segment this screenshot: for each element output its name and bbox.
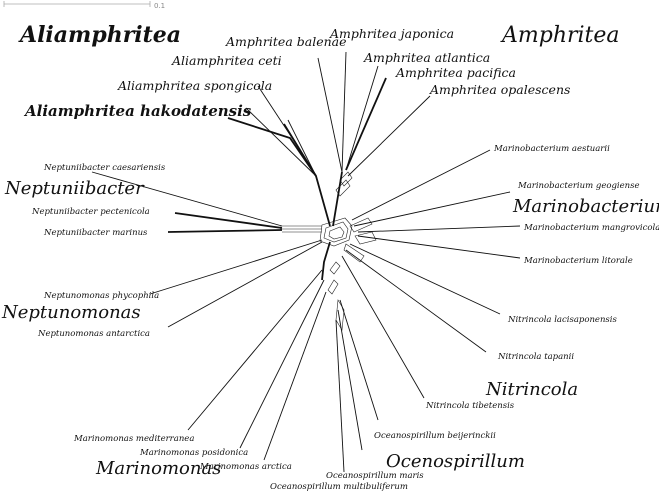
leaf-marinomonas-mediterranea: Marinomonas mediterranea (73, 434, 194, 444)
leaf-amphritea-japonica: Amphritea japonica (329, 26, 454, 41)
leaf-oceanospirillum-multibuliferum: Oceanospirillum multibuliferum (270, 482, 408, 491)
leaf-marinobacterium-litorale: Marinobacterium litorale (523, 256, 633, 266)
leaf-marinomonas-arctica: Marinomonas arctica (199, 462, 292, 472)
leaf-nitrincola-tapanii: Nitrincola tapanii (497, 352, 574, 362)
leaf-neptuniibacter-pectenicola: Neptuniibacter pectenicola (31, 207, 150, 217)
scale-bar-label: 0.1 (154, 2, 165, 10)
genus-aliamphritea: Aliamphritea (18, 22, 181, 48)
leaf-amphritea-balenae: Amphritea balenae (225, 34, 347, 49)
genus-neptunomonas: Neptunomonas (1, 302, 141, 323)
genus-marinomonas: Marinomonas (95, 458, 221, 479)
leaf-marinobacterium-geogiense: Marinobacterium geogiense (517, 181, 640, 191)
leaf-aliamphritea-ceti: Aliamphritea ceti (171, 53, 282, 68)
leaf-nitrincola-tibetensis: Nitrincola tibetensis (425, 401, 515, 411)
genus-amphritea: Amphritea (500, 23, 620, 48)
network-core (280, 171, 377, 331)
leaf-marinobacterium-mangrovicola: Marinobacterium mangrovicola (523, 223, 659, 233)
branches (91, 51, 521, 473)
leaf-nitrincola-lacisaponensis: Nitrincola lacisaponensis (507, 315, 618, 325)
genus-marinobacterium: Marinobacterium (512, 196, 659, 217)
leaf-aliamphritea-spongicola: Aliamphritea spongicola (117, 78, 272, 93)
leaf-aliamphritea-hakodatensis: Aliamphritea hakodatensis (23, 102, 252, 120)
leaf-neptunomonas-phycophila: Neptunomonas phycophila (43, 291, 159, 301)
leaf-neptuniibacter-caesariensis: Neptuniibacter caesariensis (43, 163, 166, 173)
leaf-amphritea-atlantica: Amphritea atlantica (363, 50, 490, 65)
genus-neptuniibacter: Neptuniibacter (4, 178, 145, 199)
leaf-neptuniibacter-marinus: Neptuniibacter marinus (43, 228, 148, 238)
leaf-oceanospirillum-beijerinckii: Oceanospirillum beijerinckii (374, 431, 496, 441)
leaf-marinomonas-posidonica: Marinomonas posidonica (139, 448, 248, 458)
genus-oceanospirillum: Ocenospirillum (386, 451, 525, 472)
genus-labels: Aliamphritea Amphritea Neptuniibacter Ma… (1, 22, 659, 479)
genus-nitrincola: Nitrincola (485, 379, 578, 400)
species-labels: Amphritea balenae Amphritea japonica Amp… (23, 26, 659, 491)
scale-bar: 0.1 (3, 1, 165, 10)
leaf-neptunomonas-antarctica: Neptunomonas antarctica (37, 329, 150, 339)
leaf-amphritea-pacifica: Amphritea pacifica (395, 65, 516, 80)
leaf-oceanospirillum-maris: Oceanospirillum maris (326, 471, 424, 481)
leaf-marinobacterium-aestuarii: Marinobacterium aestuarii (493, 144, 610, 154)
leaf-amphritea-opalescens: Amphritea opalescens (429, 82, 570, 97)
